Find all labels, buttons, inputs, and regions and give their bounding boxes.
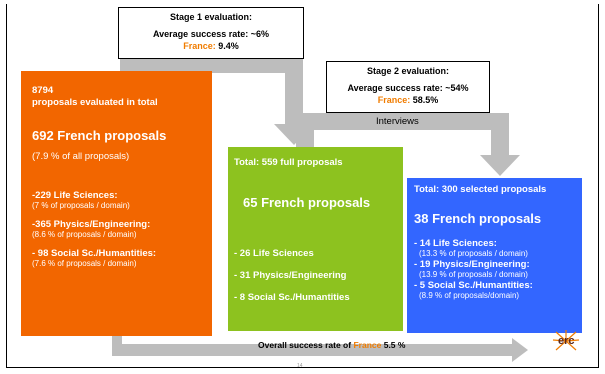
- stage1-title: Stage 1 evaluation:: [169, 12, 253, 22]
- stage1-france: France: 9.4%: [119, 40, 303, 52]
- domain-sub: (8.6 % of proposals / domain): [32, 230, 137, 239]
- domain-label: -365 Physics/Engineering:: [32, 219, 151, 230]
- domain-sub: (8.9 % of proposals/domain): [419, 291, 520, 300]
- total-count: 8794: [32, 85, 54, 96]
- stage1-france-label: France:: [183, 41, 216, 51]
- domain-label: - 5 Social Sc./Humantities:: [414, 280, 533, 291]
- stage2-france: France: 58.5%: [327, 94, 489, 106]
- stage2-arrow: [296, 113, 520, 176]
- total-domain-item: -229 Life Sciences: (7 % of proposals / …: [32, 190, 204, 210]
- stage1-average: Average success rate: ~6%: [153, 29, 269, 39]
- full-domain-item: - 26 Life Sciences: [234, 248, 314, 259]
- selected-french-proposals: 38 French proposals: [414, 211, 542, 226]
- total-count-label: proposals evaluated in total: [32, 97, 158, 108]
- overall-success-rate: Overall success rate of France 5.5 %: [258, 340, 405, 350]
- domain-label: - 19 Physics/Engineering:: [414, 259, 530, 270]
- selected-domain-item: - 5 Social Sc./Humantities: (8.9 % of pr…: [414, 280, 576, 300]
- slide-frame: [6, 4, 599, 368]
- overall-prefix: Overall success rate of: [258, 340, 352, 350]
- selected-domain-item: - 14 Life Sciences: (13.3 % of proposals…: [414, 238, 576, 258]
- domain-sub: (13.3 % of proposals / domain): [419, 249, 528, 258]
- domain-sub: (7 % of proposals / domain): [32, 201, 130, 210]
- full-domain-item: - 8 Social Sc./Humantities: [234, 292, 350, 303]
- stage2-france-value: 58.5%: [412, 95, 439, 105]
- full-head: Total: 559 full proposals: [234, 157, 343, 168]
- overall-arrow: [112, 336, 528, 362]
- stage1-arrow: [120, 55, 314, 145]
- selected-domain-item: - 19 Physics/Engineering: (13.9 % of pro…: [414, 259, 576, 279]
- domain-sub: (13.9 % of proposals / domain): [419, 270, 528, 279]
- page-number: 14: [297, 363, 303, 369]
- total-domain-item: -365 Physics/Engineering: (8.6 % of prop…: [32, 219, 204, 239]
- erc-logo-icon: [552, 330, 580, 351]
- stage2-title: Stage 2 evaluation:: [366, 66, 450, 76]
- total-proposals-box: 8794 proposals evaluated in total 692 Fr…: [21, 71, 212, 336]
- stage2-average: Average success rate: ~54%: [347, 83, 469, 93]
- stage2-france-label: France:: [377, 95, 411, 105]
- full-proposals-box: Total: 559 full proposals 65 French prop…: [228, 147, 403, 331]
- domain-sub: (7.6 % of proposals / domain): [32, 259, 137, 268]
- selected-proposals-box: Total: 300 selected proposals 38 French …: [407, 178, 582, 333]
- full-french-proposals: 65 French proposals: [243, 195, 371, 210]
- stage2-evaluation-box: Stage 2 evaluation: Average success rate…: [326, 61, 490, 113]
- domain-label: - 98 Social Sc./Humantities:: [32, 248, 157, 259]
- total-french-percent: (7.9 % of all proposals): [32, 151, 130, 162]
- selected-head: Total: 300 selected proposals: [414, 184, 547, 195]
- overall-value: 5.5 %: [383, 340, 406, 350]
- total-french-proposals: 692 French proposals: [32, 128, 167, 143]
- full-domain-item: - 31 Physics/Engineering: [234, 270, 347, 281]
- interviews-label: Interviews: [376, 116, 419, 127]
- overall-country: France: [353, 340, 382, 350]
- domain-label: - 14 Life Sciences:: [414, 238, 497, 249]
- stage1-evaluation-box: Stage 1 evaluation: Average success rate…: [118, 7, 304, 59]
- stage1-france-value: 9.4%: [218, 41, 239, 51]
- domain-label: -229 Life Sciences:: [32, 190, 118, 201]
- erc-logo-text: erc: [558, 335, 575, 347]
- total-domain-item: - 98 Social Sc./Humantities: (7.6 % of p…: [32, 248, 204, 268]
